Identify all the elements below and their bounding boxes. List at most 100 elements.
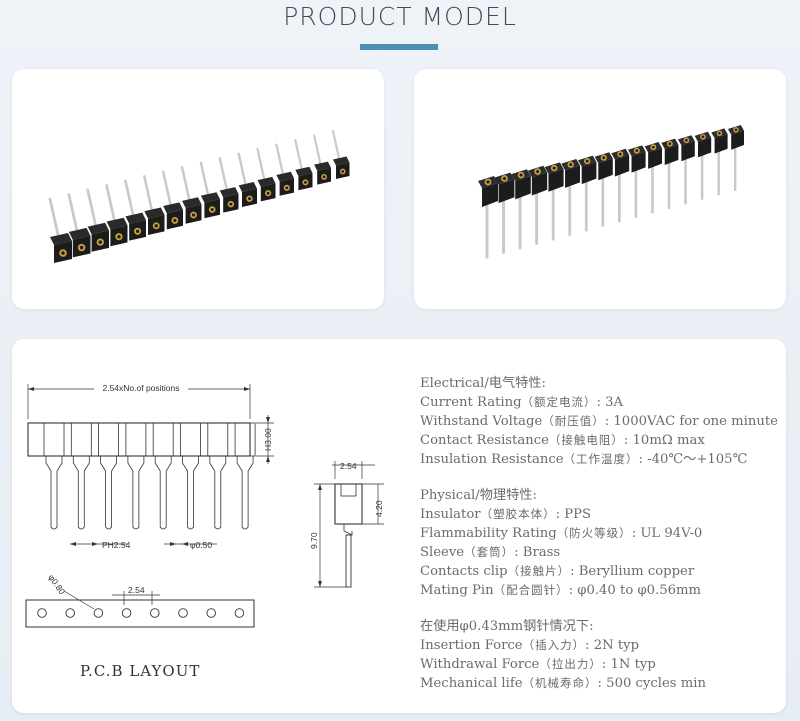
pcb-hole-label: φ0.80 (46, 572, 67, 596)
side-pin (345, 534, 352, 588)
spec-label: Insulator (420, 507, 481, 522)
header-top-face (257, 176, 276, 187)
header-pin (237, 152, 247, 185)
header-contact-hole (585, 159, 589, 163)
header-contact-hole (701, 135, 705, 139)
spec-value: : 500 cycles min (597, 676, 706, 691)
spec-label-cn: （防火等级） (556, 526, 632, 540)
pcb-hole (121, 608, 132, 618)
drawing-pin (72, 456, 90, 530)
spec-label: Flammability Rating (420, 526, 557, 541)
header-top-face (200, 192, 220, 203)
header-pin (124, 179, 135, 216)
dim-pitch-label: PH2.54 (102, 540, 131, 550)
side-total-label: 9.70 (309, 532, 319, 549)
spec-label: Withstand Voltage (420, 414, 543, 429)
spec-row: Flammability Rating（防火等级）: UL 94V-0 (420, 524, 790, 543)
pcb-pitch-label: 2.54 (128, 585, 145, 595)
drawing-sleeve (125, 422, 147, 457)
header-top-face (276, 171, 294, 182)
header-front-face (531, 172, 548, 196)
header-contact-hole (61, 251, 65, 255)
pcb-hole (37, 608, 47, 618)
header-contact-hole (285, 186, 289, 190)
pcb-caption: P.C.B LAYOUT (80, 662, 201, 680)
spec-row: Mechanical life（机械寿命）: 500 cycles min (420, 674, 790, 693)
drawing-sleeve (180, 422, 201, 457)
header-contact-hole (569, 163, 573, 167)
header-pin (105, 184, 116, 221)
header-contact-hole (210, 207, 214, 212)
drawing-pin (100, 456, 117, 530)
spec-row: Withstand Voltage（耐压值）: 1000VAC for one … (420, 412, 790, 431)
header-contact-hole (154, 224, 158, 228)
spec-value: : φ0.40 to φ0.56mm (568, 583, 702, 598)
header-render-pins-down (478, 125, 744, 259)
drawing-sleeve (234, 422, 256, 457)
header-pin (294, 138, 303, 170)
drawing-pin (236, 456, 254, 530)
header-pin (161, 170, 172, 206)
pcb-outline (25, 599, 255, 628)
electrical-heading: Electrical/电气特性: (420, 376, 546, 391)
header-contact-hole (79, 245, 84, 250)
spec-value: : -40℃～+105℃ (638, 452, 748, 467)
header-contact-hole (266, 191, 270, 195)
spec-label-cn: （工作温度） (563, 452, 639, 466)
drawing-pin (182, 456, 199, 530)
spec-value: : 1000VAC for one minute (604, 414, 778, 429)
physical-heading: Physical/物理特性: (420, 488, 537, 503)
header-pin (199, 161, 210, 196)
spec-row: Contacts clip（接触片）: Beryllium copper (420, 562, 790, 581)
side-body-label: 4.20 (374, 500, 384, 517)
header-contact-hole (341, 170, 345, 173)
header-top-face (87, 222, 109, 235)
spec-label-cn: （额定电流） (521, 395, 597, 409)
header-front-face (664, 144, 679, 166)
header-contact-hole (602, 156, 606, 160)
spec-row: Contact Resistance（接触电阻）: 10mΩ max (420, 431, 790, 450)
spec-label: Mechanical life (420, 676, 523, 691)
header-top-face (106, 217, 128, 230)
drawing-sleeve (70, 422, 92, 457)
header-pin (143, 175, 153, 211)
drawing-pin (127, 456, 145, 530)
spec-value: : Beryllium copper (570, 564, 695, 579)
header-contact-hole (685, 138, 688, 142)
spec-label: Insulation Resistance (420, 452, 564, 467)
header-contact-hole (635, 149, 639, 153)
header-contact-hole (618, 152, 622, 156)
header-pin (256, 147, 266, 180)
spec-label-cn: （插入力） (522, 638, 586, 652)
header-top-face (333, 156, 350, 166)
header-top-face (50, 233, 72, 245)
spec-label-cn: （套筒） (464, 545, 515, 559)
header-contact-hole (173, 218, 177, 223)
product-image-right (414, 69, 786, 309)
spec-label-cn: （接触片） (507, 564, 571, 578)
spec-row: Current Rating（额定电流）: 3A (420, 393, 790, 412)
drawing-pin (45, 456, 63, 530)
header-contact-hole (191, 213, 196, 217)
pcb-hole (206, 608, 216, 618)
header-top-face (238, 182, 257, 192)
header-contact-hole (304, 180, 307, 184)
spec-label-cn: （接触电阻） (548, 433, 624, 447)
header-pin (275, 143, 284, 175)
pcb-hole (150, 608, 160, 618)
spec-row: Withdrawal Force（拉出力）: 1N typ (420, 655, 790, 674)
header-contact-hole (135, 229, 140, 233)
drawing-sleeve (43, 422, 65, 457)
pcb-hole (178, 608, 188, 618)
spec-label-cn: （拉出力） (539, 657, 602, 671)
drawing-pin (209, 456, 227, 530)
header-front-face (614, 155, 630, 177)
header-top-face (163, 202, 183, 214)
spec-label: Contact Resistance (420, 433, 549, 448)
front-body (27, 422, 251, 457)
header-front-face (714, 134, 728, 154)
header-front-face (498, 179, 515, 204)
spec-value: : 10mΩ max (623, 433, 705, 448)
pcb-hole (65, 608, 75, 618)
header-contact-hole (536, 170, 540, 174)
